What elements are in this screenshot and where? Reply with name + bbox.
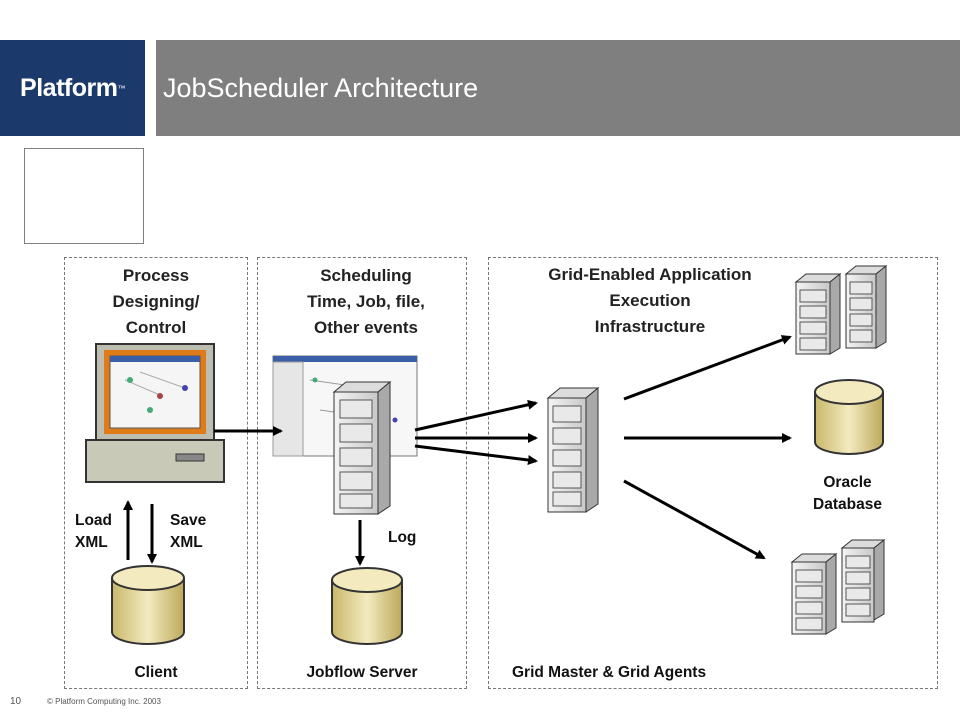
logo-text: Platform (20, 73, 118, 102)
jobflow-database-icon (331, 567, 403, 645)
arrow-jobflow-to-grid-3 (414, 444, 538, 465)
jobflow-server-icon (332, 380, 392, 515)
copyright: © Platform Computing Inc. 2003 (47, 697, 161, 706)
client-footer: Client (134, 664, 178, 681)
grid-agent-servers-top-icon (794, 264, 888, 355)
logo-trademark: ™ (117, 83, 125, 93)
page-number: 10 (10, 696, 22, 707)
load-xml-line-2: XML (75, 534, 108, 551)
grid-footer: Grid Master & Grid Agents (512, 664, 707, 681)
jobflow-footer: Jobflow Server (306, 664, 418, 681)
grid-panel (488, 257, 938, 689)
oracle-database-icon (814, 379, 884, 455)
oracle-line-1: Oracle (823, 474, 872, 491)
client-heading: Process Designing/ Control (64, 263, 248, 341)
grid-heading-line-2: Execution (609, 291, 691, 310)
client-database-icon (111, 565, 185, 645)
client-heading-line-2: Designing/ (112, 292, 200, 311)
save-xml-label: Save XML (170, 510, 206, 554)
save-xml-line-2: XML (170, 534, 203, 551)
client-heading-line-3: Control (125, 318, 187, 337)
arrow-jobflow-to-grid-1 (414, 399, 538, 432)
grid-heading-line-3: Infrastructure (594, 317, 706, 336)
log-label: Log (388, 529, 417, 546)
jobflow-panel (257, 257, 467, 689)
grid-heading-line-1: Grid-Enabled Application (548, 265, 752, 284)
save-xml-line-1: Save (170, 512, 207, 529)
oracle-label: Oracle Database (785, 472, 910, 516)
client-panel (64, 257, 248, 689)
flow-arrows (123, 335, 792, 566)
jobflow-heading-line-3: Other events (314, 318, 418, 337)
jobflow-heading-line-1: Scheduling (320, 266, 412, 285)
load-xml-label: Load XML (75, 510, 112, 554)
oracle-line-2: Database (813, 496, 882, 513)
jobflow-heading: Scheduling Time, Job, file, Other events (257, 263, 475, 341)
arrow-grid-to-servers-top (623, 335, 792, 401)
computer-icon (85, 343, 225, 483)
client-heading-line-1: Process (122, 266, 190, 285)
arrow-grid-to-servers-bottom (623, 479, 766, 560)
grid-heading: Grid-Enabled Application Execution Infra… (505, 262, 795, 340)
grid-agent-servers-bottom-icon (790, 538, 886, 635)
logo-background (0, 40, 145, 136)
placeholder-box (24, 148, 144, 244)
jobflow-heading-line-2: Time, Job, file, (307, 292, 425, 311)
page-title: JobScheduler Architecture (163, 72, 479, 103)
load-xml-line-1: Load (75, 512, 113, 529)
title-bar (156, 40, 960, 136)
grid-master-server-icon (546, 386, 600, 513)
